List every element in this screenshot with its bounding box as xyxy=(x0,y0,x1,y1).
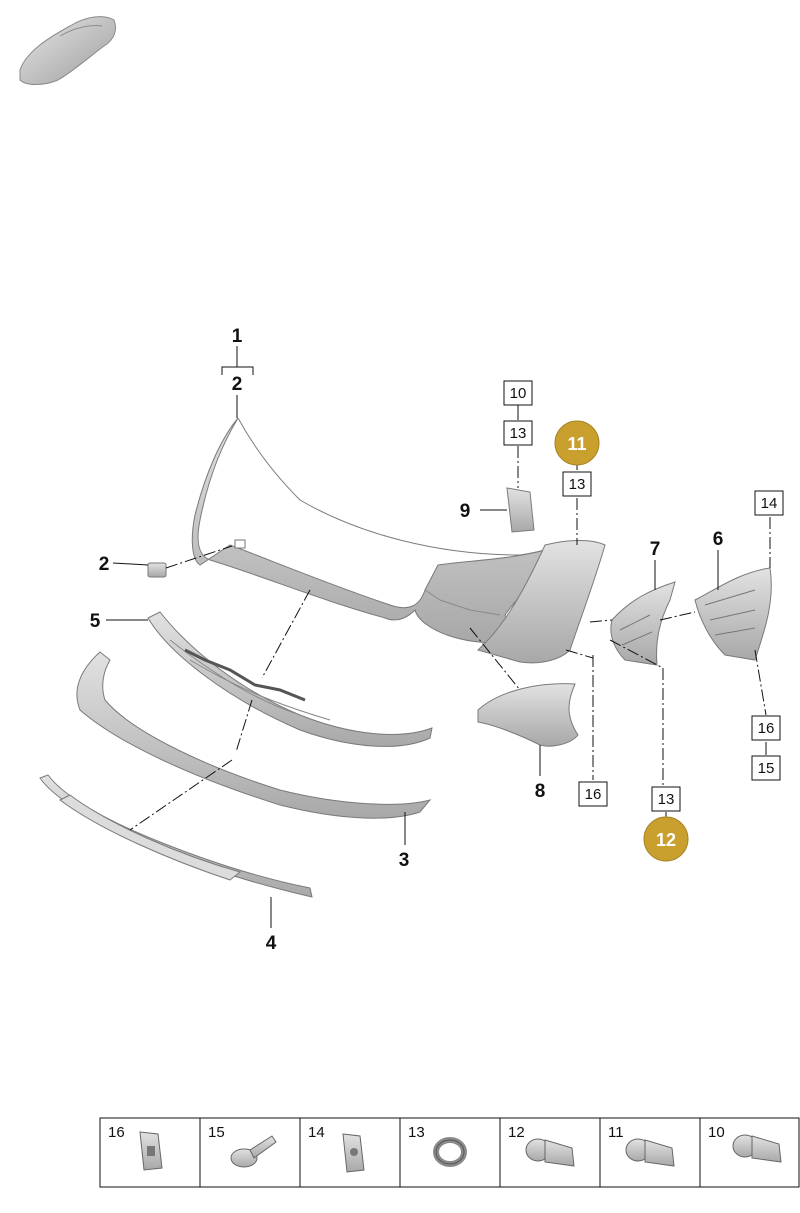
svg-text:12: 12 xyxy=(508,1124,525,1141)
svg-text:10: 10 xyxy=(510,385,527,402)
callout-2-top: 2 xyxy=(232,374,243,395)
legend-cell-15: 15 xyxy=(208,1124,277,1168)
expanding-rivet-icon xyxy=(230,1135,277,1168)
legend-cell-14: 14 xyxy=(308,1124,365,1173)
bracket-part xyxy=(610,581,676,666)
svg-text:10: 10 xyxy=(708,1124,725,1141)
spoiler-lip-part xyxy=(39,774,313,898)
callout-9: 9 xyxy=(460,501,471,522)
carrier-part xyxy=(694,567,772,661)
svg-text:15: 15 xyxy=(758,760,775,777)
legend-cell-12: 12 xyxy=(508,1124,575,1167)
svg-text:16: 16 xyxy=(108,1124,125,1141)
svg-text:14: 14 xyxy=(761,495,778,512)
legend-cell-13: 13 xyxy=(408,1124,467,1167)
callout-3: 3 xyxy=(399,850,410,871)
lower-trim-part xyxy=(76,651,432,819)
boxed-ref-13-upper: 13 xyxy=(503,420,533,446)
svg-text:12: 12 xyxy=(656,830,676,850)
parking-sensor-icon xyxy=(625,1138,675,1167)
callout-8: 8 xyxy=(535,781,546,802)
side-bumper-part xyxy=(476,540,606,664)
callout-4: 4 xyxy=(266,933,277,954)
boxed-ref-13-lower: 13 xyxy=(651,786,681,812)
fastener-legend: 16 15 14 13 xyxy=(99,1117,800,1188)
svg-text:14: 14 xyxy=(308,1124,325,1141)
svg-text:11: 11 xyxy=(567,434,586,454)
svg-text:13: 13 xyxy=(510,425,527,442)
badge-11: 11 xyxy=(554,420,600,466)
badge-12: 12 xyxy=(643,816,689,862)
clip-piece-part xyxy=(147,562,167,578)
boxed-ref-16-mid: 16 xyxy=(578,781,608,807)
legend-cell-11: 11 xyxy=(608,1124,675,1167)
svg-text:16: 16 xyxy=(758,720,775,737)
svg-text:13: 13 xyxy=(569,476,586,493)
vehicle-thumbnail-icon xyxy=(19,16,117,85)
svg-text:11: 11 xyxy=(608,1124,624,1141)
legend-cell-10: 10 xyxy=(708,1124,782,1163)
parking-sensor-icon xyxy=(732,1134,782,1163)
svg-text:13: 13 xyxy=(408,1124,425,1141)
svg-text:15: 15 xyxy=(208,1124,225,1141)
parking-sensor-icon xyxy=(525,1138,575,1167)
boxed-ref-10-top: 10 xyxy=(503,380,533,406)
small-bracket-part xyxy=(506,487,535,533)
callout-5: 5 xyxy=(90,611,101,632)
legend-cell-16: 16 xyxy=(108,1124,163,1171)
boxed-ref-15-right: 15 xyxy=(751,755,781,781)
bumper-cover-part xyxy=(191,417,562,644)
sealing-ring-icon xyxy=(433,1137,467,1167)
callout-6: 6 xyxy=(713,529,724,550)
boxed-ref-13-right: 13 xyxy=(562,471,592,497)
leader-lines xyxy=(106,346,771,928)
svg-text:16: 16 xyxy=(585,786,602,803)
grille-part xyxy=(147,611,433,747)
clip-nut-icon xyxy=(342,1133,365,1173)
svg-text:13: 13 xyxy=(658,791,675,808)
callout-1: 1 xyxy=(232,326,243,347)
side-cover-part xyxy=(477,683,579,747)
boxed-ref-14: 14 xyxy=(754,490,784,516)
callout-7: 7 xyxy=(650,539,661,560)
boxed-ref-16-right: 16 xyxy=(751,715,781,741)
callout-2-clip: 2 xyxy=(99,554,110,575)
spring-clip-icon xyxy=(139,1131,163,1171)
